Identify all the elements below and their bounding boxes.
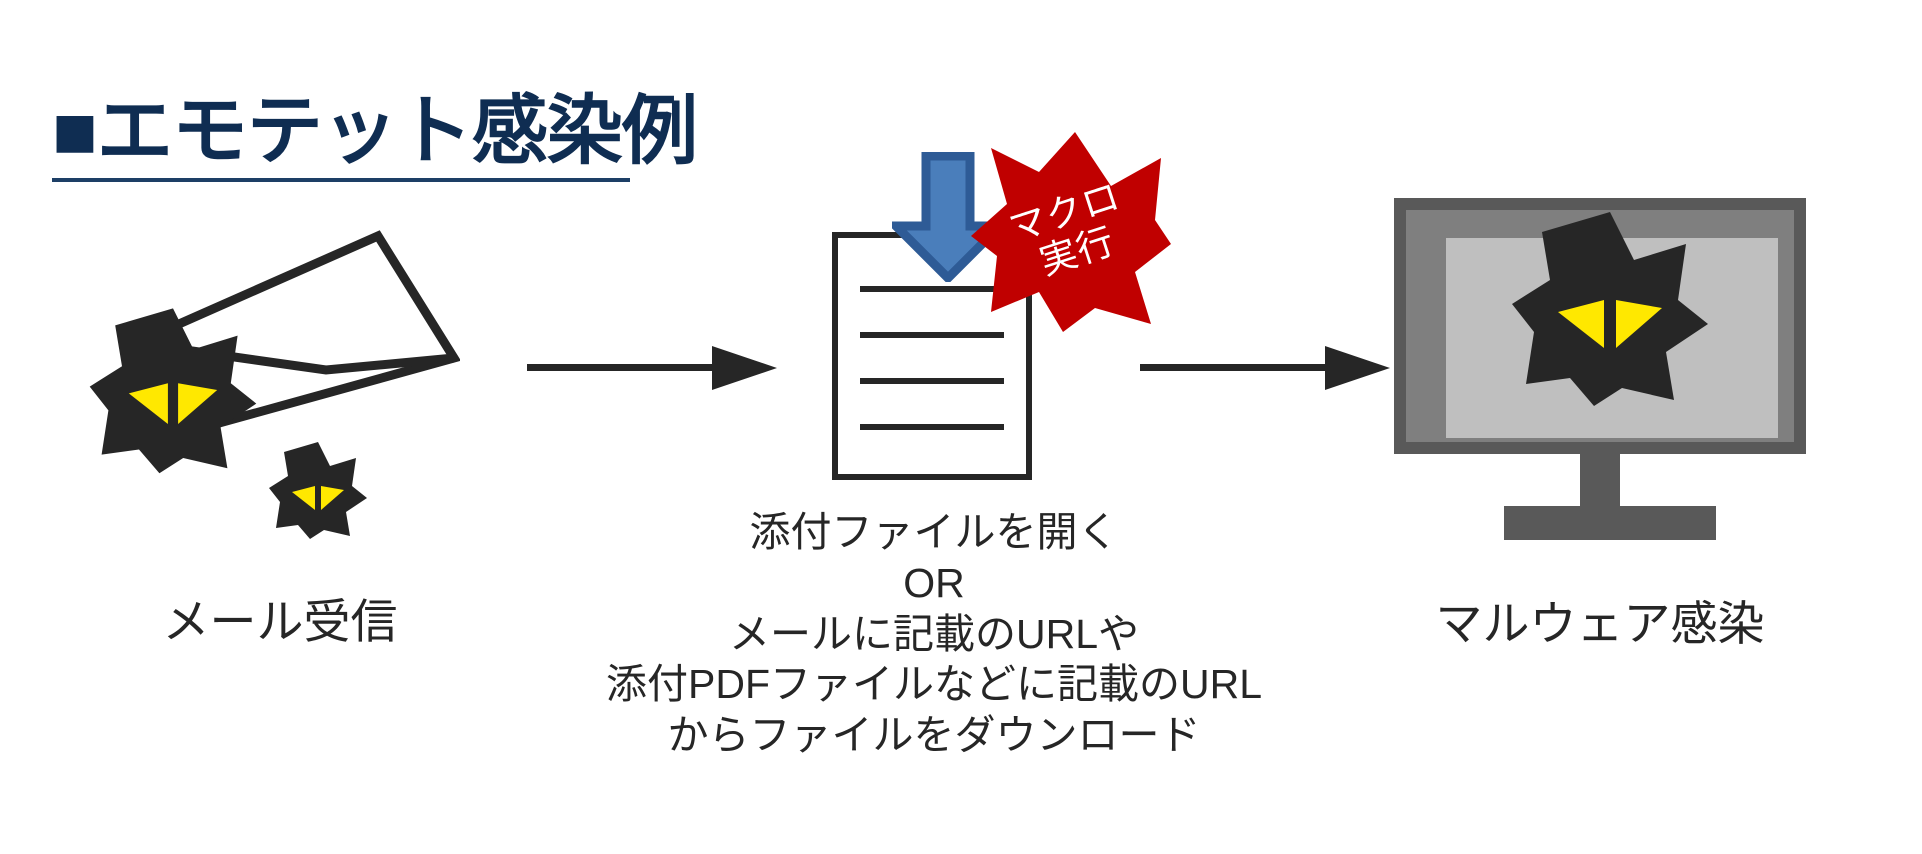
step-label-open-attachment: 添付ファイルを開く OR メールに記載のURLや 添付PDFファイルなどに記載の…	[528, 507, 1340, 761]
monitor-stand-neck	[1580, 454, 1620, 506]
step-label-line-1: 添付ファイルを開く	[749, 509, 1119, 555]
download-arrow-icon	[885, 151, 1011, 285]
step-label-line-5: からファイルをダウンロード	[667, 712, 1201, 759]
flow-arrow-1	[527, 340, 777, 396]
step-label-line-3: メールに記載のURLや	[728, 610, 1140, 657]
flow-arrow-2	[1140, 340, 1390, 396]
virus-icon-small	[265, 440, 371, 540]
page-title: ■エモテット感染例	[52, 89, 698, 174]
macro-execution-badge: マクロ 実行	[968, 132, 1174, 332]
page-title-block: ■エモテット感染例	[52, 94, 782, 182]
virus-icon-large	[78, 305, 268, 475]
document-text-line	[860, 332, 1004, 338]
document-text-line	[860, 378, 1004, 384]
step-label-line-4: 添付PDFファイルなどに記載のURL	[605, 661, 1263, 708]
monitor-bezel	[1406, 210, 1794, 442]
document-icon	[832, 232, 1032, 480]
monitor-stand-base	[1504, 506, 1716, 540]
step-label-mail-receive: メール受信	[162, 595, 398, 648]
document-text-line	[860, 286, 1004, 292]
step-label-malware-infection: マルウェア感染	[1435, 597, 1765, 650]
title-underline	[52, 178, 630, 182]
document-text-line	[860, 424, 1004, 430]
monitor-icon	[1394, 198, 1806, 540]
virus-icon-on-screen	[1500, 208, 1720, 408]
step-label-line-2: OR	[903, 559, 965, 606]
